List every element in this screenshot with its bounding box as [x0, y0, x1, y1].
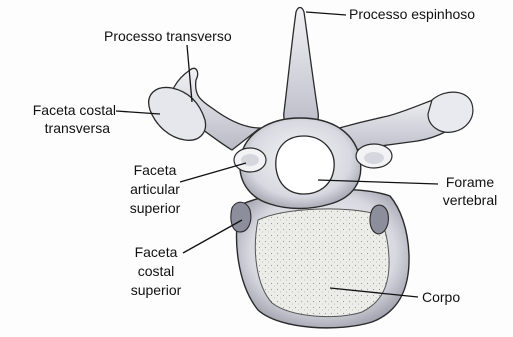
label-faceta-articular-line1: Faceta [110, 162, 200, 179]
corpo-spongy-bone [255, 209, 389, 317]
label-faceta-costal-superior-line1: Faceta [116, 244, 196, 261]
forame-vertebral-opening [276, 136, 334, 194]
label-forame-line2: vertebral [432, 192, 508, 209]
label-faceta-costal-transversa-line2: transversa [6, 120, 110, 137]
label-faceta-costal-superior-line2: costal [116, 263, 196, 280]
label-corpo: Corpo [422, 289, 460, 306]
label-faceta-costal-superior-line3: superior [116, 282, 196, 299]
right-superior-costal-facet [370, 205, 388, 234]
label-faceta-articular-line2: articular [110, 181, 200, 198]
right-transverse-tip [428, 92, 473, 132]
leader-processo-espinhoso [306, 12, 346, 15]
right-facet-shade [364, 152, 384, 164]
label-faceta-costal-transversa-line1: Faceta costal [6, 102, 116, 119]
left-superior-costal-facet [231, 202, 251, 232]
label-processo-transverso: Processo transverso [104, 28, 232, 45]
label-forame-line1: Forame [432, 174, 508, 191]
label-processo-espinhoso: Processo espinhoso [349, 6, 475, 23]
spinous-process [284, 8, 319, 133]
label-faceta-articular-line3: superior [110, 200, 200, 217]
